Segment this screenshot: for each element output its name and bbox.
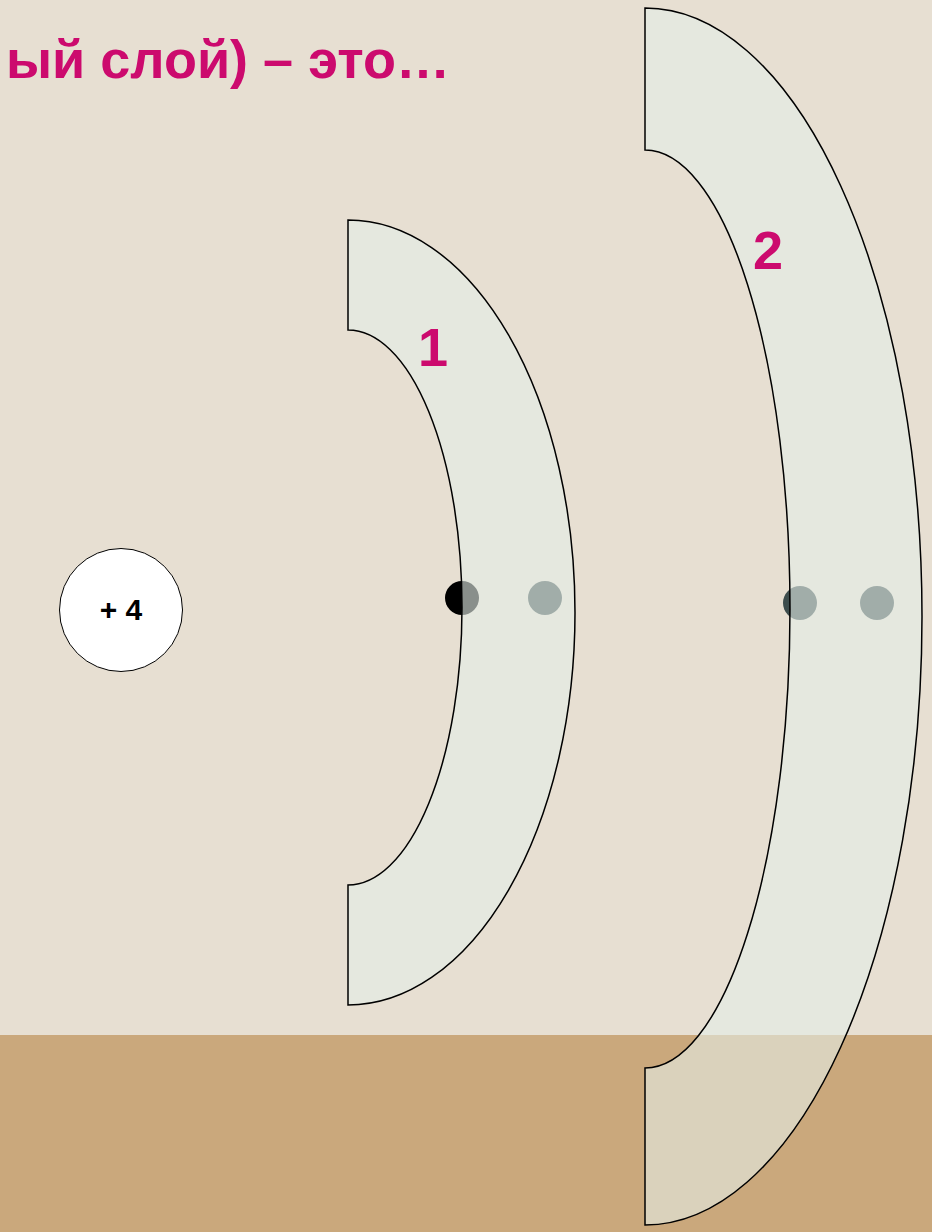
slide-title: ый слой) – это…	[6, 28, 450, 90]
shell-outline	[645, 8, 922, 1225]
shell-band	[645, 8, 922, 1225]
electron-shell: 1	[348, 220, 575, 1005]
nucleus-charge: + 4	[100, 593, 143, 627]
shell-band	[348, 220, 575, 1005]
shell-outline	[348, 220, 575, 1005]
shell-number: 1	[418, 320, 448, 374]
atom-nucleus: + 4	[59, 548, 183, 672]
electron-shell: 2	[645, 8, 922, 1225]
shell-number: 2	[753, 223, 783, 277]
